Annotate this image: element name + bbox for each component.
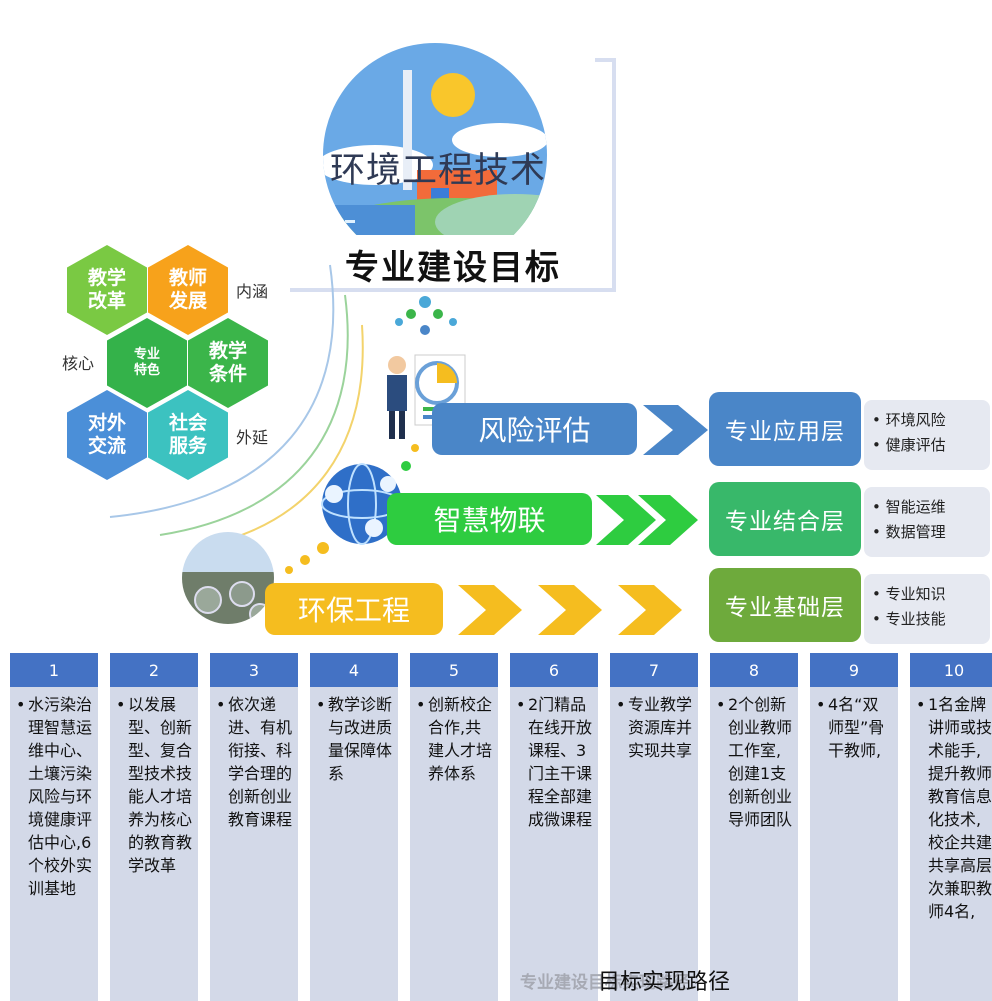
globe-network-icon bbox=[321, 463, 403, 545]
sun-icon bbox=[431, 73, 475, 117]
chevron-right-icon bbox=[638, 495, 698, 545]
dots-trail bbox=[285, 296, 457, 574]
column-text: •以发展型、创新型、复合型技术技能人才培养为核心的教育教学改革 bbox=[110, 687, 198, 1001]
chevron-right-icon bbox=[596, 495, 656, 545]
column-number: 10 bbox=[910, 653, 992, 687]
column-text: •1名金牌讲师或技术能手,提升教师教育信息化技术,校企共建共享高层次兼职教师4名… bbox=[910, 687, 992, 1001]
label-inner: 内涵 bbox=[236, 282, 269, 301]
list-item: 智能运维 bbox=[885, 498, 946, 516]
column-text: •水污染治理智慧运维中心、土壤污染风险与环境健康评估中心,6个校外实训基地 bbox=[10, 687, 98, 1001]
column-text: •4名“双师型”骨干教师, bbox=[810, 687, 898, 1001]
column-number: 1 bbox=[10, 653, 98, 687]
chevron-right-icon bbox=[458, 585, 522, 635]
chevron-right-icon bbox=[643, 405, 708, 455]
chevron-arrows bbox=[458, 405, 708, 635]
path-label: 环保工程 bbox=[297, 594, 410, 627]
chimney-icon bbox=[403, 70, 412, 190]
column-number: 3 bbox=[210, 653, 298, 687]
column-text: •2门精品在线开放课程、3门主干课程全部建成微课程 bbox=[510, 687, 598, 1001]
column-text: •2个创新创业教师工作室,创建1支创新创业导师团队 bbox=[710, 687, 798, 1001]
landscape-illustration bbox=[323, 43, 547, 235]
column-number: 9 bbox=[810, 653, 898, 687]
list-item: 健康评估 bbox=[885, 436, 946, 454]
column-text: •教学诊断与改进质量保障体系 bbox=[310, 687, 398, 1001]
label-outer: 外延 bbox=[236, 428, 269, 447]
layer-list-integration: • 智能运维 • 数据管理 bbox=[864, 487, 990, 557]
list-item: 专业知识 bbox=[885, 585, 946, 603]
column-number: 6 bbox=[510, 653, 598, 687]
path-label: 智慧物联 bbox=[433, 504, 546, 537]
chevron-right-icon bbox=[538, 585, 602, 635]
treatment-plant-icon bbox=[182, 532, 274, 624]
column-text: •创新校企合作,共建人才培养体系 bbox=[410, 687, 498, 1001]
layer-application: 专业应用层 bbox=[709, 392, 861, 466]
column-number: 7 bbox=[610, 653, 698, 687]
layer-list-application: • 环境风险 • 健康评估 bbox=[864, 400, 990, 470]
path-bar-environmental-engineering: 环保工程 bbox=[265, 583, 443, 635]
path-bar-risk-assessment: 风险评估 bbox=[432, 403, 637, 455]
list-item: 环境风险 bbox=[885, 411, 946, 429]
column-number: 4 bbox=[310, 653, 398, 687]
chevron-right-icon bbox=[618, 585, 682, 635]
subtitle: 专业建设目标 bbox=[345, 248, 561, 288]
column-number: 2 bbox=[110, 653, 198, 687]
column-number: 8 bbox=[710, 653, 798, 687]
label-core: 核心 bbox=[62, 354, 95, 373]
caption-overlay: 目标实现路径 bbox=[598, 970, 731, 995]
layer-integration: 专业结合层 bbox=[709, 482, 861, 556]
main-title: 环境工程技术 bbox=[330, 151, 547, 191]
caption-faint: 专业建设目标实现路径 bbox=[520, 973, 690, 993]
layer-list-foundation: • 专业知识 • 专业技能 bbox=[864, 574, 990, 644]
path-bar-smart-iot: 智慧物联 bbox=[387, 493, 592, 545]
column-text: •专业教学资源库并实现共享 bbox=[610, 687, 698, 1001]
column-text: •依次递进、有机衔接、科学合理的创新创业教育课程 bbox=[210, 687, 298, 1001]
layer-foundation: 专业基础层 bbox=[709, 568, 861, 642]
list-item: 专业技能 bbox=[885, 610, 946, 628]
column-number: 5 bbox=[410, 653, 498, 687]
list-item: 数据管理 bbox=[885, 523, 946, 541]
path-label: 风险评估 bbox=[478, 414, 591, 447]
